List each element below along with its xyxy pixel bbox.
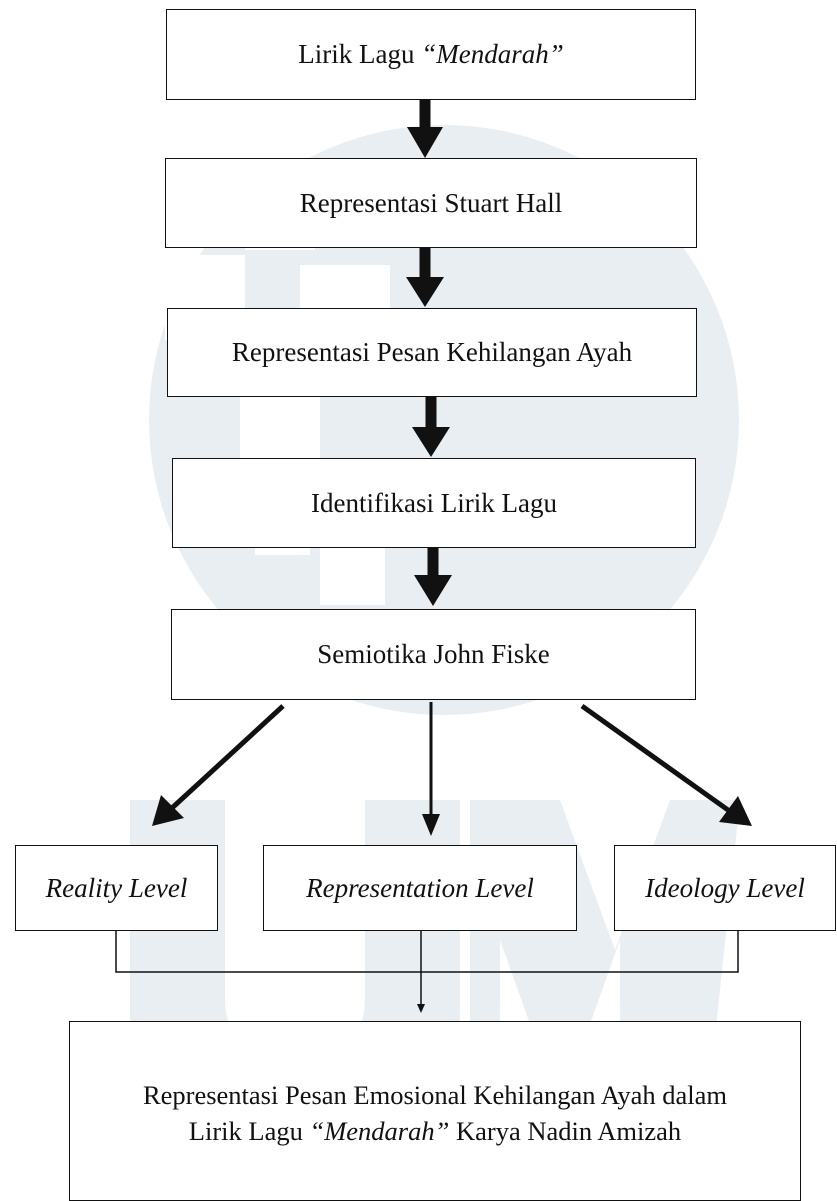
box-representation-level: Representation Level — [263, 845, 577, 931]
merge-arrowhead — [417, 1004, 425, 1013]
box-stuart-hall-label: Representasi Stuart Hall — [299, 187, 563, 218]
box-representasi-pesan-kehilangan-ayah: Representasi Pesan Kehilangan Ayah — [167, 308, 697, 397]
reality-level-label: Reality Level — [45, 872, 188, 903]
result-line-2-prefix: Lirik Lagu — [188, 1116, 310, 1146]
thick-down-arrow-2 — [406, 247, 444, 307]
box-lirik-lagu-prefix: Lirik Lagu — [298, 39, 422, 70]
result-line-1: Representasi Pesan Emosional Kehilangan … — [142, 1080, 728, 1111]
merge-bracket — [115, 930, 739, 1010]
box-identifikasi-lirik-lagu: Identifikasi Lirik Lagu — [172, 458, 696, 548]
box-reality-level: Reality Level — [15, 845, 218, 931]
arrow-to-representation-level — [422, 702, 440, 836]
thick-down-arrow-4 — [414, 548, 452, 606]
ideology-level-label: Ideology Level — [645, 872, 805, 903]
box-lirik-lagu-label: Lirik Lagu “Mendarah” — [298, 36, 563, 72]
arrow-to-reality-level — [152, 704, 285, 826]
box-lirik-lagu-mendarah: Lirik Lagu “Mendarah” — [166, 9, 696, 100]
result-line-2: Lirik Lagu “Mendarah” Karya Nadin Amizah — [189, 1114, 681, 1150]
representation-level-label: Representation Level — [306, 872, 534, 903]
box-semiotika-john-fiske: Semiotika John Fiske — [171, 609, 696, 700]
box-semiotika-label: Semiotika John Fiske — [317, 639, 550, 670]
song-title-mendarah: “Mendarah” — [421, 39, 564, 70]
box-representasi-stuart-hall: Representasi Stuart Hall — [165, 158, 697, 248]
thick-down-arrow-1 — [407, 100, 443, 158]
arrow-to-ideology-level — [580, 703, 752, 826]
box-identifikasi-label: Identifikasi Lirik Lagu — [311, 487, 557, 518]
box-ideology-level: Ideology Level — [614, 845, 836, 931]
thick-down-arrow-3 — [412, 397, 450, 457]
box-pesan-kehilangan-label: Representasi Pesan Kehilangan Ayah — [231, 337, 633, 368]
result-line-2-suffix: Karya Nadin Amizah — [449, 1116, 682, 1146]
result-song-title: “Mendarah” — [309, 1116, 450, 1146]
box-result-representasi-pesan-emosional: Representasi Pesan Emosional Kehilangan … — [69, 1021, 801, 1201]
